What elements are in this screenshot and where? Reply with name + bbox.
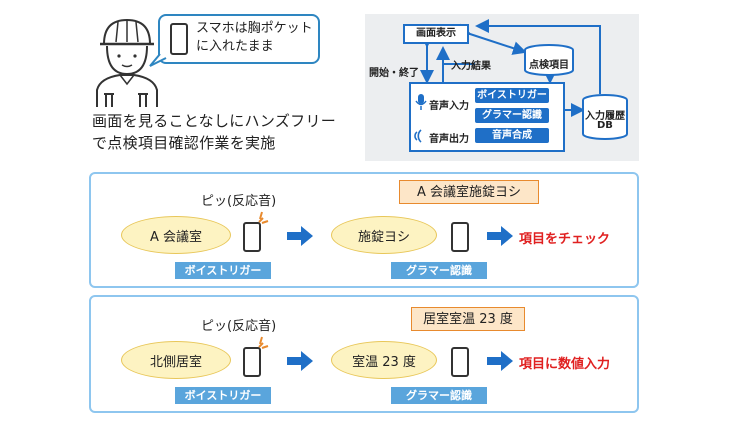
speech-line-1: スマホは胸ポケット xyxy=(196,21,313,36)
voice-input-label: 音声入力 xyxy=(429,101,469,112)
result-label-1: 項目をチェック xyxy=(519,232,611,247)
grammar-tag-2: グラマー認識 xyxy=(391,387,487,404)
grammar-tag-1: グラマー認識 xyxy=(391,262,487,279)
voice-output-label: 音声出力 xyxy=(429,134,469,145)
worker-illustration xyxy=(96,18,158,107)
phone-icon-1a xyxy=(243,222,261,252)
speech-bubble-1b: 施錠ヨシ xyxy=(331,216,437,254)
screen-display-box: 画面表示 xyxy=(403,24,469,44)
beep-label-1: ピッ(反応音) xyxy=(201,194,277,209)
microphone-icon xyxy=(415,94,427,110)
speech-bubble-1a: A 会議室 xyxy=(121,216,231,254)
voice-trigger-tag-2: ボイストリガー xyxy=(175,387,271,404)
headline-line-2: で点検項目確認作業を実施 xyxy=(92,134,276,152)
db-label: DB xyxy=(597,120,613,131)
sound-icon-1 xyxy=(258,211,269,224)
grammar-recognition-block: グラマー認識 xyxy=(475,108,549,123)
system-diagram: 画面表示 開始・終了 入力結果 点検項目 音声入力 ボイストリガー グラマー認識… xyxy=(365,14,639,161)
sound-icon-2 xyxy=(258,336,269,349)
phone-icon-1b xyxy=(451,222,469,252)
example-panel-2: ピッ(反応音) 居室室温 23 度 北側居室 室温 23 度 項目に数値入力 ボ… xyxy=(89,295,639,413)
input-history-db-icon xyxy=(582,94,628,140)
recognized-text-1: A 会議室施錠ヨシ xyxy=(399,180,539,204)
arrow-icon-2a xyxy=(287,351,313,371)
speech-synthesis-block: 音声合成 xyxy=(475,128,549,143)
input-history-label: 入力履歴 xyxy=(585,111,625,122)
pocket-speech-box: スマホは胸ポケット に入れたまま xyxy=(158,14,320,64)
phone-icon-2a xyxy=(243,347,261,377)
voice-trigger-tag-1: ボイストリガー xyxy=(175,262,271,279)
diagram-connectors xyxy=(420,19,601,117)
smartphone-icon xyxy=(170,23,188,55)
phone-icon-2b xyxy=(451,347,469,377)
input-result-label: 入力結果 xyxy=(451,61,491,72)
voice-trigger-block: ボイストリガー xyxy=(475,88,549,103)
start-end-label: 開始・終了 xyxy=(369,68,419,79)
speech-tail xyxy=(149,54,167,67)
example-panel-1: ピッ(反応音) A 会議室施錠ヨシ A 会議室 施錠ヨシ 項目をチェック ボイス… xyxy=(89,172,639,288)
recognized-text-2: 居室室温 23 度 xyxy=(411,307,525,331)
beep-label-2: ピッ(反応音) xyxy=(201,319,277,334)
speaker-icon xyxy=(414,129,422,143)
speech-line-2: に入れたまま xyxy=(196,39,274,54)
speech-bubble-2b: 室温 23 度 xyxy=(331,341,437,379)
result-label-2: 項目に数値入力 xyxy=(519,357,611,372)
check-items-label: 点検項目 xyxy=(529,60,569,71)
arrow-icon-1a xyxy=(287,226,313,246)
headline-line-1: 画面を見ることなしにハンズフリー xyxy=(92,112,337,130)
speech-bubble-2a: 北側居室 xyxy=(121,341,231,379)
arrow-icon-1b xyxy=(487,226,513,246)
check-items-db-icon xyxy=(524,44,574,76)
arrow-icon-2b xyxy=(487,351,513,371)
